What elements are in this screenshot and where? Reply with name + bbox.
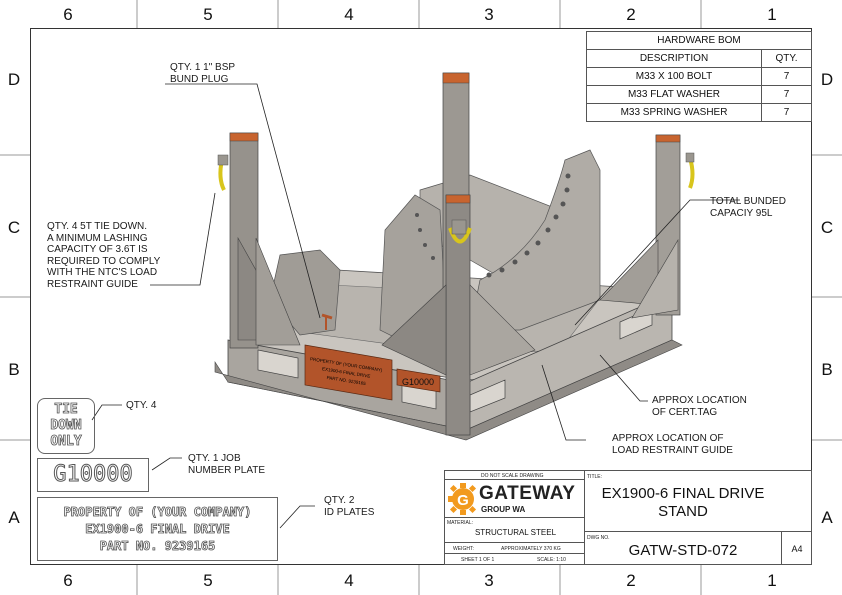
material-value: STRUCTURAL STEEL (474, 528, 557, 537)
do-not-scale-text: DO NOT SCALE DRAWING (481, 473, 544, 479)
tb-title: TITLE: EX1900-6 FINAL DRIVE STAND (584, 470, 812, 532)
bom-qty: 7 (761, 103, 812, 122)
weight-value: APPROXIMATELY 370 KG (501, 546, 561, 552)
zone-col-6-bottom: 6 (63, 571, 73, 590)
bom-description: M33 SPRING WASHER (586, 103, 762, 122)
model-id-line-3: PART NO. 9239165 (326, 375, 366, 386)
tie-down-line-2: DOWN (50, 418, 82, 434)
job-number-text: G10000 (53, 462, 133, 488)
callout-bund-plug: QTY. 1 1" BSP BUND PLUG (170, 62, 236, 85)
zone-row-c-left: C (7, 218, 21, 237)
logo-letter: G (457, 492, 469, 509)
zone-col-2-top: 2 (626, 5, 636, 24)
leader-tie-down (150, 192, 216, 286)
tb-material: MATERIAL: STRUCTURAL STEEL (444, 517, 585, 543)
zone-col-6-top: 6 (63, 5, 73, 24)
leader-bunded (574, 199, 740, 326)
sheet-value: SHEET 1 OF 1 (461, 557, 495, 563)
model-id-plate (304, 344, 393, 401)
tb-dwg-no: DWG NO. GATW-STD-072 (584, 531, 782, 565)
table-row: M33 FLAT WASHER 7 (586, 85, 812, 104)
id-plate-line-1: PROPERTY OF (YOUR COMPANY) (63, 505, 252, 520)
leader-load-guide (541, 364, 586, 441)
id-plate-line-3: PART NO. 9239165 (99, 539, 216, 554)
base-bottom-plate (214, 339, 683, 441)
leader-job-plate (151, 457, 182, 471)
tie-down-plate: TIE DOWN ONLY (37, 398, 95, 454)
callout-qty4: QTY. 4 (126, 400, 157, 411)
bom-qty: 7 (761, 67, 812, 86)
zone-row-a-right: A (821, 508, 833, 527)
zone-col-3-top: 3 (484, 5, 494, 24)
gusset-front-2 (469, 284, 536, 376)
gusset-right-2 (631, 238, 679, 319)
scale-value: SCALE: 1:10 (537, 557, 566, 563)
gusset-left-2 (255, 237, 301, 346)
model-job-plate-text: G10000 (402, 377, 434, 387)
fork-pocket-1 (257, 349, 299, 379)
callout-tie-down: QTY. 4 5T TIE DOWN. A MINIMUM LASHING CA… (47, 221, 161, 290)
cradle-right-plate (469, 149, 601, 331)
bom-title: HARDWARE BOM (586, 31, 812, 50)
sheet-border (30, 28, 812, 565)
hardware-bom-table: HARDWARE BOM DESCRIPTION QTY. M33 X 100 … (586, 31, 812, 122)
tb-sheet: SHEET 1 OF 1 SCALE: 1:10 (444, 553, 585, 565)
tb-logo: G GATEWAY GROUP WA (444, 479, 585, 518)
zone-row-b-right: B (821, 360, 833, 379)
bom-description: M33 X 100 BOLT (586, 67, 762, 86)
zone-col-2-bottom: 2 (626, 571, 636, 590)
bom-qty: 7 (761, 85, 812, 104)
tie-down-line-3: ONLY (50, 434, 82, 450)
drawing-title-line-2: STAND (658, 503, 708, 520)
gusset-front-1 (381, 284, 447, 376)
callout-cert-tag: APPROX LOCATION OF CERT.TAG (652, 395, 747, 418)
bom-header-qty: QTY. (761, 49, 812, 68)
zone-row-a-left: A (8, 508, 20, 527)
weight-label: WEIGHT: (453, 546, 474, 552)
zone-col-4-top: 4 (344, 5, 354, 24)
callout-id-plates: QTY. 2 ID PLATES (324, 495, 375, 518)
tie-down-line-1: TIE (54, 402, 78, 418)
zone-row-d-right: D (820, 70, 834, 89)
callout-job-plate: QTY. 1 JOB NUMBER PLATE (188, 453, 266, 476)
dwg-label: DWG NO. (587, 535, 610, 541)
table-row: M33 SPRING WASHER 7 (586, 103, 812, 122)
logo-sub: GROUP WA (481, 505, 526, 514)
bom-description: M33 FLAT WASHER (586, 85, 762, 104)
sheet-size: A4 (791, 544, 803, 554)
leader-bund-plug (165, 83, 321, 319)
zone-col-4-bottom: 4 (344, 571, 354, 590)
drawing-title-line-1: EX1900-6 FINAL DRIVE (601, 485, 765, 502)
table-row: M33 X 100 BOLT 7 (586, 67, 812, 86)
zone-col-5-bottom: 5 (203, 571, 213, 590)
title-block: DO NOT SCALE DRAWING G GATEWAY GROUP WA … (444, 470, 812, 565)
id-plate: PROPERTY OF (YOUR COMPANY) EX1900-6 FINA… (37, 497, 278, 561)
zone-row-d-left: D (7, 70, 21, 89)
bom-header-description: DESCRIPTION (586, 49, 762, 68)
callout-bunded-capacity: TOTAL BUNDED CAPACIY 95L (710, 196, 786, 219)
model-job-plate (396, 368, 441, 393)
zone-col-3-bottom: 3 (484, 571, 494, 590)
zone-row-c-right: C (820, 218, 834, 237)
callout-load-guide: APPROX LOCATION OF LOAD RESTRAINT GUIDE (612, 433, 733, 456)
material-label: MATERIAL: (447, 520, 474, 526)
job-number-plate: G10000 (37, 458, 149, 492)
gateway-g-icon: G (448, 483, 477, 515)
zone-col-5-top: 5 (203, 5, 213, 24)
leader-id-plates (279, 505, 315, 529)
zone-col-1-top: 1 (767, 5, 777, 24)
zone-row-b-left: B (8, 360, 20, 379)
logo-name: GATEWAY (479, 483, 576, 504)
leader-cert-tag (599, 354, 648, 402)
leader-qty4 (91, 404, 122, 421)
id-plate-line-2: EX1900-6 FINAL DRIVE (85, 522, 230, 537)
tb-size: A4 (781, 531, 812, 565)
title-label: TITLE: (587, 474, 603, 480)
drawing-number: GATW-STD-072 (628, 542, 738, 559)
zone-col-1-bottom: 1 (767, 571, 777, 590)
gusset-right-1 (599, 239, 659, 306)
